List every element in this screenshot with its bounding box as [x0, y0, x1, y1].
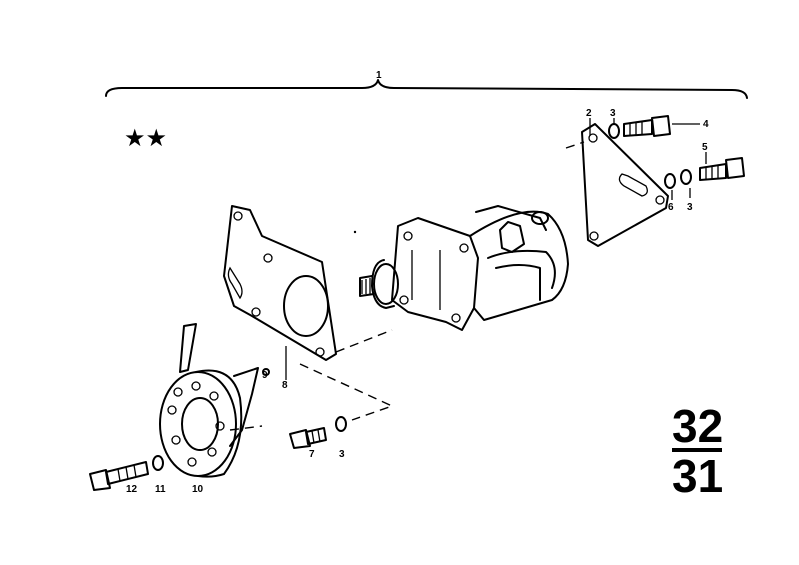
stars-mark: ★★ — [124, 124, 167, 152]
callout-2: 2 — [586, 108, 592, 119]
mounting-plate — [223, 205, 337, 361]
callout-7: 7 — [309, 449, 315, 460]
washer-3-bottom — [335, 416, 347, 432]
steering-pump — [359, 205, 569, 331]
callout-10: 10 — [192, 484, 204, 495]
callout-4: 4 — [703, 119, 709, 130]
callout-12: 12 — [126, 484, 138, 495]
fraction-bar — [672, 448, 722, 452]
callout-1: 1 — [376, 70, 382, 81]
group-number-bottom: 31 — [672, 450, 723, 502]
callout-8: 8 — [282, 380, 288, 391]
callout-3-mid: 3 — [687, 202, 693, 213]
washer-3-top — [608, 123, 620, 139]
washer-11 — [152, 455, 164, 471]
callout-3-top: 3 — [610, 108, 616, 119]
mounting-bracket — [581, 123, 669, 247]
pulley-10 — [159, 323, 259, 478]
callout-11: 11 — [155, 484, 166, 495]
bolt-5 — [699, 157, 745, 181]
bolt-12 — [89, 461, 149, 491]
washer-6 — [664, 173, 676, 189]
group-number-top: 32 — [672, 400, 723, 452]
callout-3-bottom: 3 — [339, 449, 345, 460]
callout-9: 9 — [262, 370, 268, 381]
bolt-4 — [623, 115, 671, 137]
washer-3-mid — [680, 169, 692, 185]
part-9 — [262, 368, 270, 376]
callout-6: 6 — [668, 202, 674, 213]
bolt-7 — [289, 427, 327, 449]
assembly-brace — [105, 79, 748, 99]
group-number: 32 31 — [672, 400, 723, 502]
callout-5: 5 — [702, 142, 708, 153]
